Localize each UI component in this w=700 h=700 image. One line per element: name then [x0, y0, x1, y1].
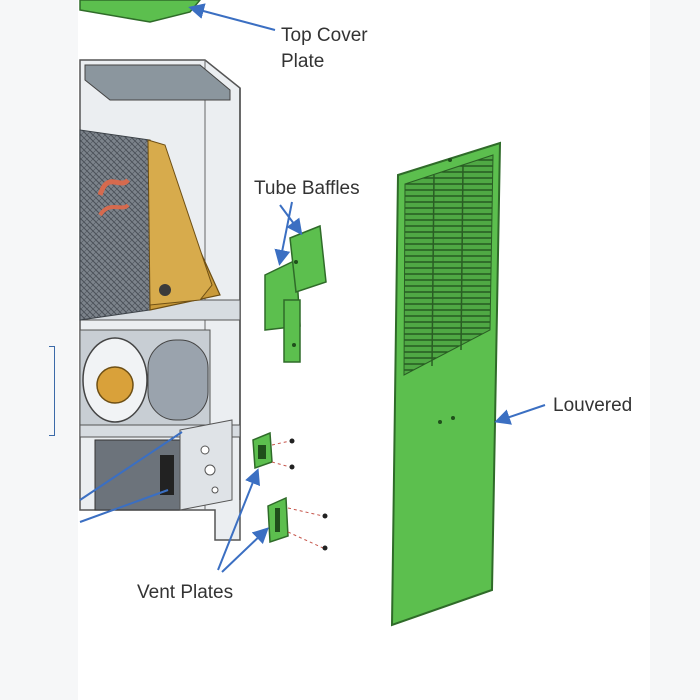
left-margin-strip: [0, 0, 78, 700]
callout-arrows: [79, 3, 546, 573]
vent-plates-label: Vent Plates: [137, 582, 234, 603]
top-cover-plate-part: [79, 0, 201, 23]
left-callout-line-upper: [79, 431, 183, 501]
vent-plate-arrow-lower: [221, 527, 269, 573]
tube-baffle-arrow-right: [279, 204, 303, 236]
louvered-arrow: [494, 404, 546, 425]
vent-plate-arrow-upper: [217, 468, 260, 571]
top-cover-plate-label-line1: Top Cover: [281, 25, 368, 46]
louvered-label: Louvered: [553, 395, 633, 416]
tube-baffles-label: Tube Baffles: [254, 178, 360, 199]
top-cover-plate-label-line2: Plate: [281, 51, 325, 72]
top-cover-arrow: [188, 3, 276, 31]
control-compartment: [94, 419, 233, 511]
louvered-panel: [390, 141, 502, 627]
tube-baffles-part: [264, 224, 327, 363]
heat-exchanger-coil: [79, 129, 221, 321]
left-callout-line-lower: [79, 489, 169, 523]
right-margin-strip: [650, 0, 700, 700]
left-edge-bracket: [49, 346, 55, 436]
vent-plates-part: [252, 431, 328, 551]
blower-assembly: [79, 329, 211, 426]
tube-baffle-arrow-left: [274, 201, 293, 266]
